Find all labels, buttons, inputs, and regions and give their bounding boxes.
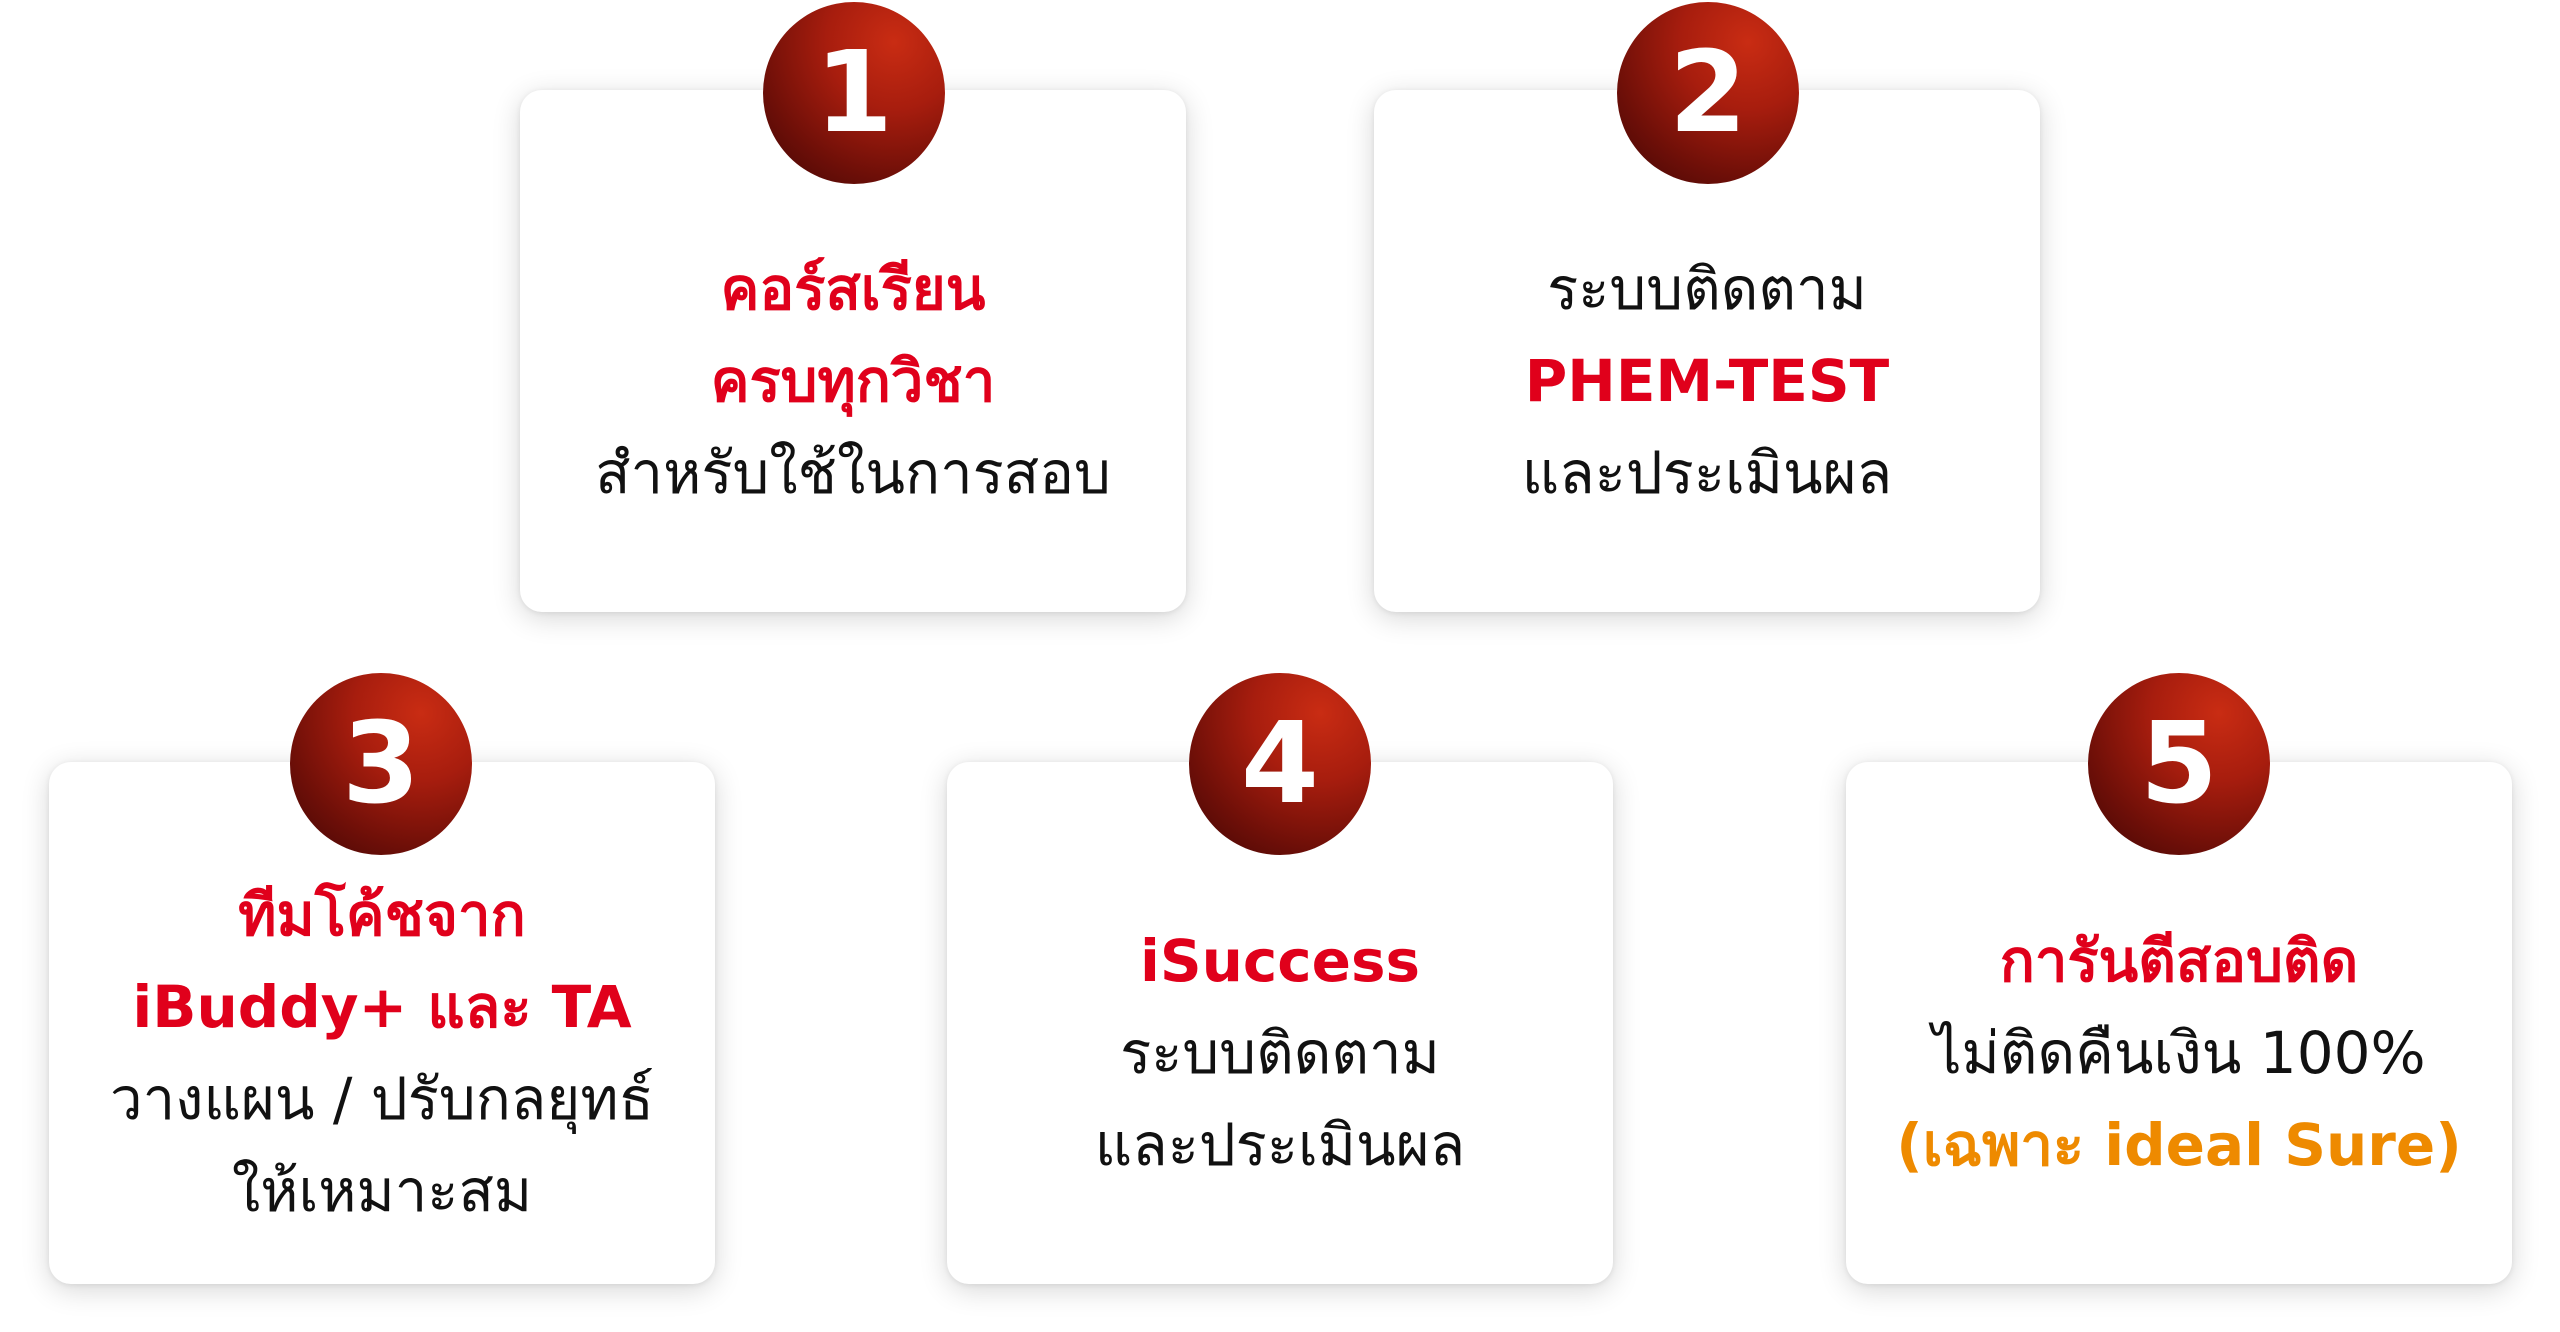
card-4-line-2: ระบบติดตาม	[1120, 1019, 1440, 1087]
card-5-line-2: ไม่ติดคืนเงิน 100%	[1932, 1019, 2426, 1087]
card-3-line-2: iBuddy+ และ TA	[132, 973, 632, 1041]
card-2-line-2: PHEM-TEST	[1524, 347, 1890, 415]
card-1-line-3: สำหรับใช้ในการสอบ	[595, 439, 1111, 507]
card-4-line-3: และประเมินผล	[1094, 1111, 1466, 1179]
number-badge-3: 3	[290, 673, 472, 855]
number-badge-5: 5	[2088, 673, 2270, 855]
card-5-line-1: การันตีสอบติด	[1999, 927, 2359, 995]
card-3-line-3: วางแผน / ปรับกลยุทธ์	[110, 1065, 654, 1133]
card-1-line-1: คอร์สเรียน	[720, 255, 986, 323]
number-badge-2: 2	[1617, 2, 1799, 184]
card-5-line-3: (เฉพาะ ideal Sure)	[1896, 1111, 2462, 1179]
card-1-line-2: ครบทุกวิชา	[710, 347, 996, 415]
number-badge-4: 4	[1189, 673, 1371, 855]
feature-card-3: ทีมโค้ชจาก iBuddy+ และ TA วางแผน / ปรับก…	[49, 762, 715, 1284]
card-2-line-1: ระบบติดตาม	[1547, 255, 1867, 323]
card-2-line-3: และประเมินผล	[1521, 439, 1893, 507]
card-3-line-4: ให้เหมาะสม	[231, 1157, 533, 1225]
card-4-line-1: iSuccess	[1139, 927, 1421, 995]
number-badge-1: 1	[763, 2, 945, 184]
card-3-line-1: ทีมโค้ชจาก	[238, 881, 526, 949]
